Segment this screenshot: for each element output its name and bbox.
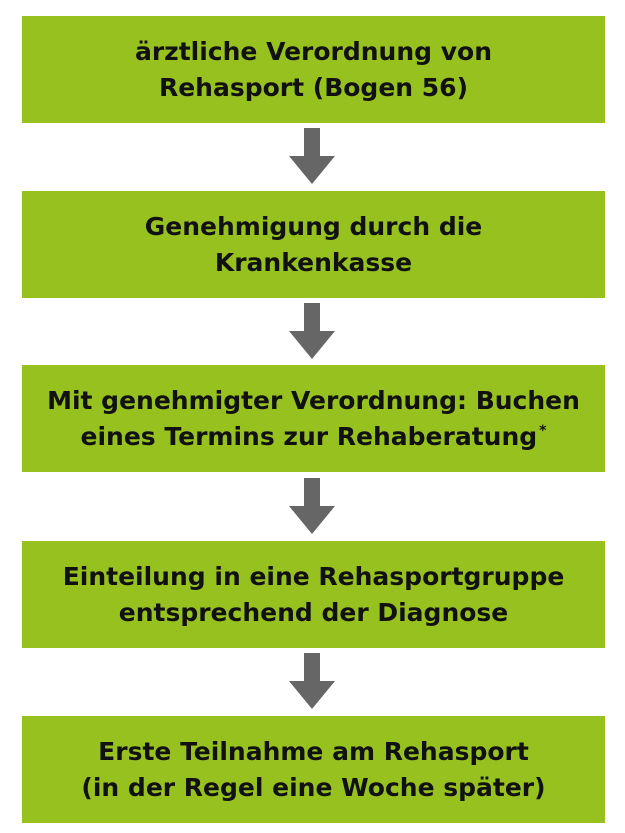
step-box-prescription: ärztliche Verordnung von Rehasport (Boge…: [22, 16, 605, 123]
step-box-group-assignment: Einteilung in eine Rehasportgruppe entsp…: [22, 541, 605, 648]
step-text-line: Erste Teilnahme am Rehasport: [98, 736, 529, 766]
step-text-line: Genehmigung durch die: [144, 211, 483, 241]
arrow-down-icon: [289, 128, 335, 184]
step-text-line: (in der Regel eine Woche später): [81, 772, 546, 802]
step-text-line: eines Termins zur Rehaberatung*: [81, 419, 547, 455]
step-box-first-participation: Erste Teilnahme am Rehasport (in der Reg…: [22, 716, 605, 823]
step-text-line: Krankenkasse: [214, 247, 413, 277]
step-text-line: Mit genehmigter Verordnung: Buchen: [47, 385, 580, 415]
step-text-line: Einteilung in eine Rehasportgruppe: [62, 561, 565, 591]
step-box-booking: Mit genehmigter Verordnung: Buchen eines…: [22, 365, 605, 472]
step-text: eines Termins zur Rehaberatung: [80, 421, 538, 451]
arrow-down-icon: [289, 303, 335, 359]
footnote-marker: *: [539, 423, 547, 440]
step-text-line: ärztliche Verordnung von: [134, 36, 493, 66]
arrow-down-icon: [289, 478, 335, 534]
step-text-line: Rehasport (Bogen 56): [158, 72, 469, 102]
step-box-approval: Genehmigung durch die Krankenkasse: [22, 191, 605, 298]
step-text-line: entsprechend der Diagnose: [118, 597, 509, 627]
arrow-down-icon: [289, 653, 335, 709]
